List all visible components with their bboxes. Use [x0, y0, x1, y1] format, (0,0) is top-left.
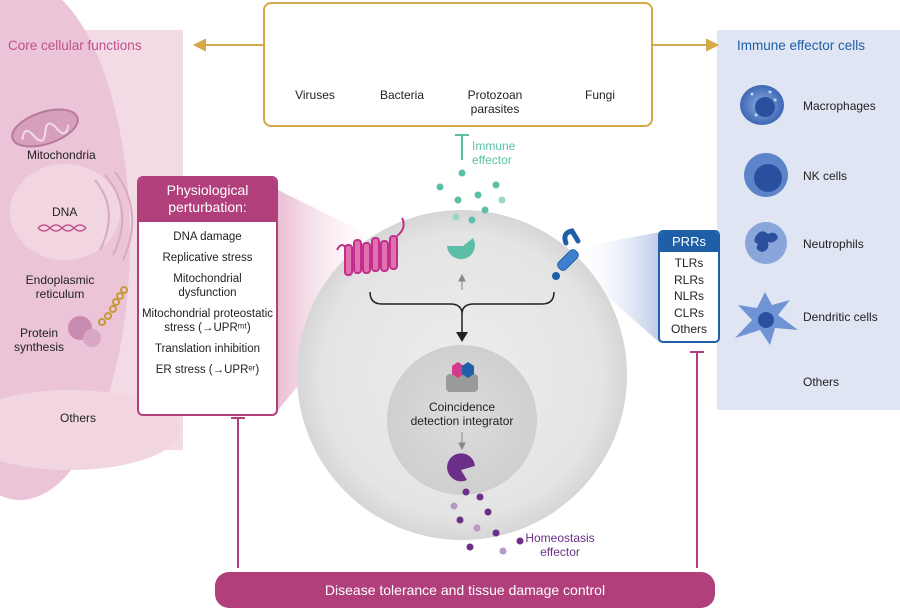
integrator-icon: [446, 362, 478, 392]
coincidence-label: Coincidence detection integrator: [410, 400, 514, 428]
viruses-label: Viruses: [295, 88, 335, 102]
perturbation-item: DNA damage: [173, 231, 242, 243]
perturbation-item: Translation inhibition: [154, 343, 261, 355]
prr-receptor-icon: [552, 228, 581, 280]
homeostasis-effector-label: Homeostasis effector: [525, 531, 595, 559]
neutrophil-icon: [745, 222, 787, 264]
immune-effector-label: Immune effector: [472, 139, 516, 167]
mitochondrion-icon: [11, 108, 79, 148]
perturbation-list: DNA damage Replicative stress Mitochondr…: [139, 230, 276, 377]
fungi-label: Fungi: [584, 88, 616, 102]
neutrophils-label: Neutrophils: [803, 237, 864, 251]
perturbation-item: ER stress (→UPRᵉʳ): [155, 364, 260, 376]
host-nucleus: [387, 345, 537, 495]
bracket-arrowhead: [456, 332, 468, 342]
purple-dots: [450, 488, 524, 555]
convergence-bracket: [369, 291, 555, 334]
nk-cells-label: NK cells: [803, 169, 848, 183]
left-arrow: [192, 38, 263, 52]
macrophage-icon: [740, 85, 784, 125]
protozoan-label: Protozoan parasites: [467, 88, 523, 116]
endoplasmic-reticulum-icon: [94, 171, 134, 261]
left-inhibit-line: [231, 417, 245, 568]
nucleus-shape: [10, 164, 120, 260]
dendritic-cells-label: Dendritic cells: [803, 310, 878, 324]
immune-cells-title: Immune effector cells: [737, 38, 866, 53]
prr-list: TLRs RLRs NLRs CLRs Others: [660, 252, 718, 338]
ribosome-icon: [68, 286, 128, 347]
prr-item: CLRs: [673, 305, 704, 320]
prr-item: TLRs: [674, 256, 704, 270]
prr-box: PRRs TLRs RLRs NLRs CLRs Others: [658, 230, 720, 343]
dendritic-cell-icon: [735, 292, 798, 345]
prr-item: RLRs: [673, 272, 704, 287]
small-down-arrow: [458, 432, 466, 451]
perturbation-item: Mitochondrial proteostatic stress (→UPRᵐ…: [141, 308, 274, 334]
disease-tolerance-bar: Disease tolerance and tissue damage cont…: [215, 572, 715, 608]
pathogen-box: [263, 2, 653, 127]
nk-cell-icon: [744, 153, 788, 197]
gpcr-receptor-icon: [336, 217, 405, 276]
core-functions-title: Core cellular functions: [8, 38, 142, 53]
left-others-label: Others: [60, 411, 97, 425]
prr-title: PRRs: [660, 232, 718, 252]
prr-item: NLRs: [673, 289, 704, 303]
teal-effector-icon: [447, 238, 475, 260]
dna-icon: [37, 224, 87, 232]
bacteria-label: Bacteria: [379, 88, 425, 102]
prr-item: Others: [670, 322, 707, 336]
right-inhibit-line: [690, 351, 704, 568]
right-arrow: [653, 38, 720, 52]
mitochondria-label: Mitochondria: [27, 148, 96, 162]
perturbation-item: Replicative stress: [162, 252, 253, 264]
macrophages-label: Macrophages: [803, 99, 876, 113]
right-others-label: Others: [803, 375, 840, 389]
small-up-arrow: [458, 273, 466, 290]
perturbation-box: Physiological perturbation: DNA damage R…: [137, 176, 278, 416]
perturbation-item: Mitochondrial dysfunction: [173, 273, 242, 299]
immune-effector-inhibit: [455, 134, 469, 160]
er-label: Endoplasmic reticulum: [25, 273, 95, 301]
dna-label: DNA: [52, 205, 78, 219]
prr-funnel: [575, 232, 660, 343]
protein-synthesis-label: Protein synthesis: [13, 326, 65, 354]
perturbation-title: Physiological perturbation:: [139, 178, 276, 222]
teal-dots: [436, 169, 506, 224]
homeostasis-effector-icon: [447, 453, 475, 482]
lower-cell-shape: [0, 390, 180, 470]
